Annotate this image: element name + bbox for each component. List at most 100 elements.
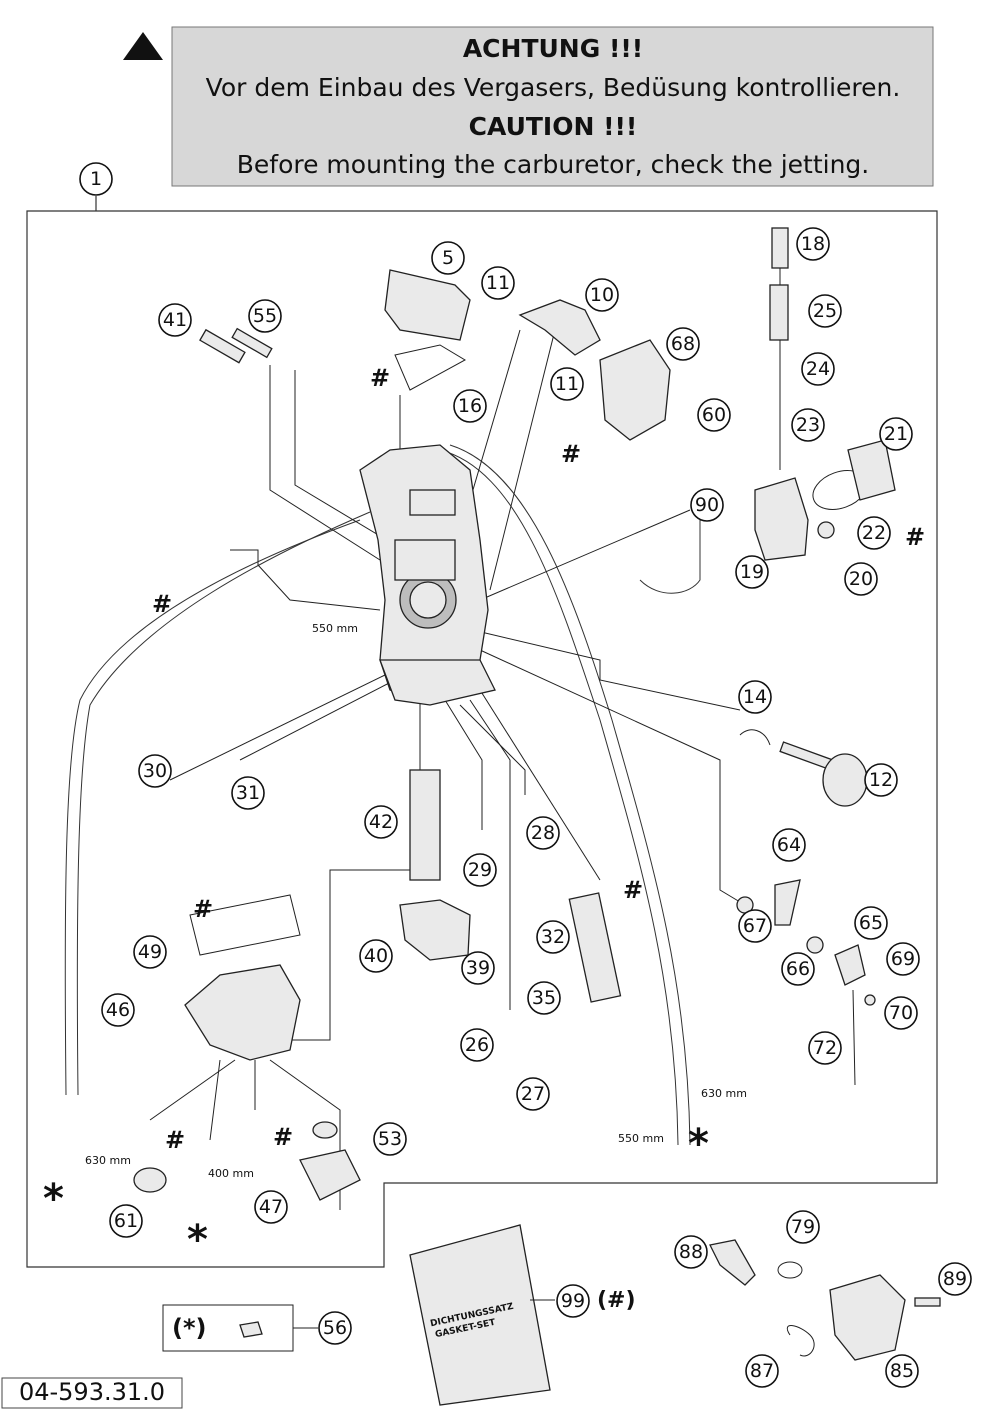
callout-11: 11 [481, 266, 515, 300]
svg-text:26: 26 [465, 1034, 489, 1056]
warning-box [171, 26, 934, 187]
svg-text:55: 55 [253, 305, 277, 327]
callout-70: 70 [884, 996, 918, 1030]
jet-holder-32 [568, 892, 622, 1003]
adjusting-screws [199, 327, 273, 364]
warning-triangle-icon [123, 32, 163, 60]
callout-21: 21 [879, 417, 913, 451]
drawing-number-box [1, 1377, 183, 1409]
svg-text:25: 25 [813, 300, 837, 322]
paren-hash-label: (#) [597, 1288, 636, 1313]
callout-89: 89 [938, 1262, 972, 1296]
throttle-shaft [739, 729, 868, 807]
callout-65: 65 [854, 906, 888, 940]
callout-53: 53 [373, 1122, 407, 1156]
hash-mark: # [152, 590, 172, 618]
svg-text:40: 40 [364, 945, 388, 967]
callout-11-b: 11 [550, 367, 584, 401]
svg-text:39: 39 [466, 957, 490, 979]
drain-plug [133, 1167, 167, 1193]
callout-24: 24 [801, 352, 835, 386]
callout-16: 16 [453, 389, 487, 423]
svg-text:60: 60 [702, 404, 726, 426]
svg-text:29: 29 [468, 859, 492, 881]
callout-49: 49 [133, 935, 167, 969]
callout-1: 1 [79, 162, 113, 196]
svg-text:27: 27 [521, 1083, 545, 1105]
float-bowl [184, 894, 301, 1061]
svg-text:23: 23 [796, 414, 820, 436]
callout-66: 66 [781, 952, 815, 986]
callout-29: 29 [463, 853, 497, 887]
hose-90 [639, 520, 701, 594]
hoses-and-leaders [64, 265, 781, 1210]
svg-text:5: 5 [442, 247, 454, 269]
svg-text:46: 46 [106, 999, 130, 1021]
float [399, 899, 471, 961]
callout-26: 26 [460, 1028, 494, 1062]
svg-text:56: 56 [323, 1317, 347, 1339]
sensor-cover [599, 339, 671, 441]
callout-5: 5 [431, 241, 465, 275]
svg-text:11: 11 [486, 272, 510, 294]
svg-text:65: 65 [859, 912, 883, 934]
assembly-outline [26, 196, 938, 1268]
svg-text:88: 88 [679, 1241, 703, 1263]
svg-text:41: 41 [163, 309, 187, 331]
svg-text:53: 53 [378, 1128, 402, 1150]
svg-text:32: 32 [541, 926, 565, 948]
callout-19: 19 [735, 555, 769, 589]
choke-lever [736, 879, 876, 1086]
warning-text-en: Before mounting the carburetor, check th… [237, 150, 870, 179]
svg-text:18: 18 [801, 233, 825, 255]
callout-31: 31 [231, 776, 265, 810]
svg-text:14: 14 [743, 686, 767, 708]
svg-text:69: 69 [891, 948, 915, 970]
callout-46: 46 [101, 993, 135, 1027]
svg-text:21: 21 [884, 423, 908, 445]
svg-text:24: 24 [806, 358, 830, 380]
asterisk-mark: * [43, 1176, 64, 1222]
callout-55: 55 [248, 299, 282, 333]
pump-diaphragm [299, 1121, 361, 1201]
callout-20: 20 [844, 562, 878, 596]
hash-mark: # [561, 440, 581, 468]
intake-parts [709, 1239, 941, 1361]
measurement-550-top: 550 mm [312, 622, 358, 635]
callout-32: 32 [536, 920, 570, 954]
marks: # # # # # # # # * * * [43, 364, 925, 1263]
svg-text:67: 67 [743, 915, 767, 937]
callout-12: 12 [864, 763, 898, 797]
svg-text:28: 28 [531, 822, 555, 844]
hash-mark: # [623, 876, 643, 904]
callout-41: 41 [158, 303, 192, 337]
svg-text:16: 16 [458, 395, 482, 417]
callout-72: 72 [808, 1031, 842, 1065]
warning-title-de: ACHTUNG !!! [463, 34, 643, 63]
callout-35: 35 [527, 981, 561, 1015]
svg-text:1: 1 [90, 168, 102, 190]
cable-bracket [518, 299, 601, 356]
callout-67: 67 [738, 909, 772, 943]
hash-mark: # [273, 1123, 293, 1151]
svg-text:47: 47 [259, 1196, 283, 1218]
top-cover [384, 269, 471, 391]
callout-88: 88 [674, 1235, 708, 1269]
callout-60: 60 [697, 398, 731, 432]
callout-10: 10 [585, 278, 619, 312]
svg-text:64: 64 [777, 834, 801, 856]
measurement-550-right: 550 mm [618, 1132, 664, 1145]
callout-30: 30 [138, 754, 172, 788]
svg-text:10: 10 [590, 284, 614, 306]
callout-79: 79 [786, 1210, 820, 1244]
callout-69: 69 [886, 942, 920, 976]
callout-18: 18 [796, 227, 830, 261]
callout-85: 85 [885, 1354, 919, 1388]
measurement-630-right: 630 mm [701, 1087, 747, 1100]
svg-text:31: 31 [236, 782, 260, 804]
drawing-number: 04-593.31.0 [19, 1378, 165, 1406]
callout-99: 99 [556, 1284, 590, 1318]
svg-text:85: 85 [890, 1360, 914, 1382]
asterisk-mark: * [187, 1217, 208, 1263]
